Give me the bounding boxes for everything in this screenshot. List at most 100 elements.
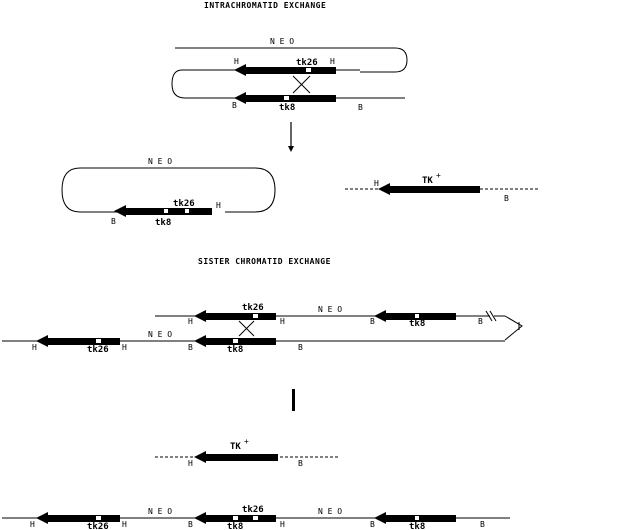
tk8-mutation-marker-1: [284, 96, 289, 100]
arrow-down-1: [288, 122, 294, 152]
transition-bar: [292, 389, 295, 411]
h-label-3: H: [374, 179, 379, 188]
b-label-2: B: [111, 217, 116, 226]
h-label-7c: H: [280, 520, 285, 529]
tk-plus-superscript-1: +: [436, 171, 441, 180]
neo-label-4: N E O: [148, 330, 172, 339]
b-label-5b: B: [298, 343, 303, 352]
tk8-gene-arrowhead-1: [234, 92, 246, 104]
triple-tk26-bar: [46, 515, 120, 522]
neo-label-3: N E O: [318, 305, 342, 314]
tk26-label-2: tk26: [173, 199, 195, 209]
tk-plus-label-1: TK: [422, 176, 433, 186]
tk8-label-4: tk8: [227, 345, 243, 355]
sister-tk26-arrowhead: [194, 310, 206, 322]
triple-tk8-marker: [415, 516, 419, 520]
tk-plus-label-2: TK: [230, 442, 241, 452]
tk-plus-product-2: H B TK +: [155, 437, 340, 468]
triple-tk8-arrowhead: [374, 512, 386, 524]
lower-tk26-arrowhead-left: [36, 335, 48, 347]
sister-tk8-bar-upper: [384, 313, 456, 320]
tk26-gene-bar-1: [244, 67, 336, 74]
excised-circle: N E O H B tk26 tk8: [61, 157, 276, 228]
tk-plus-product-1: H B TK +: [345, 171, 540, 203]
title-intrachromatid-exchange: INTRACHROMATID EXCHANGE: [204, 1, 326, 10]
tk8-label-2: tk8: [155, 218, 171, 228]
h-label-4b: H: [280, 317, 285, 326]
tk-plus-arrowhead-1: [378, 183, 390, 195]
h-label-1a: H: [234, 57, 239, 66]
sister-tk26-marker: [253, 314, 258, 318]
sister-tk26-bar: [204, 313, 276, 320]
break-mark-a: [485, 310, 493, 322]
crossover-line-2b: [238, 320, 255, 337]
tk8-label-3: tk8: [409, 319, 425, 329]
circle-tk8-marker: [164, 209, 168, 213]
h-label-2: H: [216, 201, 221, 210]
tk26-label-6: tk26: [242, 505, 264, 515]
circle-tk26-marker: [185, 209, 189, 213]
h-label-6: H: [188, 459, 193, 468]
h-label-5a: H: [32, 343, 37, 352]
sister-crossover: [238, 320, 255, 337]
triple-middle-tk26-marker: [253, 516, 258, 520]
neo-label-5: N E O: [148, 507, 172, 516]
tk8-label-5: tk8: [227, 522, 243, 530]
h-label-4a: H: [188, 317, 193, 326]
tk26-gene-arrowhead-1: [234, 64, 246, 76]
b-label-6: B: [298, 459, 303, 468]
neo-label-1: N E O: [270, 37, 294, 46]
h-label-7b: H: [122, 520, 127, 529]
lower-tk8-arrowhead: [194, 335, 206, 347]
tk26-mutation-marker-1: [306, 68, 311, 72]
loop-strand-left: [171, 69, 405, 99]
arrow-down-1-head: [288, 146, 294, 152]
tk26-label-3: tk26: [242, 303, 264, 313]
triple-product: H H tk26 N E O B H tk26 tk8 N E O B B tk…: [2, 505, 510, 530]
tk8-label-6: tk8: [409, 522, 425, 530]
tk-plus-superscript-2: +: [244, 437, 249, 446]
circle-outline: [61, 167, 276, 213]
crossover-line-1b: [292, 75, 311, 94]
triple-middle-tk8-marker: [233, 516, 238, 520]
title-sister-chromatid-exchange: SISTER CHROMATID EXCHANGE: [198, 257, 331, 266]
tk-plus-gene-bar-1: [388, 186, 480, 193]
b-label-7a: B: [188, 520, 193, 529]
sister-tk8-marker-upper: [415, 314, 419, 318]
loop-strand-right: [175, 47, 408, 73]
b-label-3: B: [504, 194, 509, 203]
lower-tk26-marker-left: [96, 339, 101, 343]
triple-tk8-bar: [384, 515, 456, 522]
h-label-5b: H: [122, 343, 127, 352]
junction-bend: [504, 315, 523, 341]
b-label-1a: B: [232, 101, 237, 110]
triple-tk26-marker: [96, 516, 101, 520]
tk-plus-arrowhead-2: [194, 451, 206, 463]
neo-label-6: N E O: [318, 507, 342, 516]
sister-upper-chromatid: H H tk26 N E O B B tk8: [155, 303, 523, 341]
tk8-label-1: tk8: [279, 103, 295, 113]
tk26-label-5: tk26: [87, 522, 109, 530]
circle-gene-arrowhead: [114, 205, 126, 217]
triple-tk26-arrowhead: [36, 512, 48, 524]
b-label-7b: B: [370, 520, 375, 529]
intra-loop: N E O H H tk26 B B tk8: [171, 37, 408, 113]
tk26-label-1: tk26: [296, 58, 318, 68]
b-label-7c: B: [480, 520, 485, 529]
h-label-7a: H: [30, 520, 35, 529]
b-label-5a: B: [188, 343, 193, 352]
lower-tk8-bar: [204, 338, 276, 345]
b-label-4a: B: [370, 317, 375, 326]
lower-tk26-bar-left: [46, 338, 120, 345]
tk-plus-gene-bar-2: [204, 454, 278, 461]
lower-tk8-marker: [233, 339, 238, 343]
b-label-1b: B: [358, 103, 363, 112]
sister-lower-chromatid: H H tk26 N E O B B tk8: [2, 330, 505, 355]
tk8-gene-bar-1: [244, 95, 336, 102]
tk26-label-4: tk26: [87, 345, 109, 355]
b-label-4b: B: [478, 317, 483, 326]
triple-middle-arrowhead: [194, 512, 206, 524]
h-label-1b: H: [330, 57, 335, 66]
